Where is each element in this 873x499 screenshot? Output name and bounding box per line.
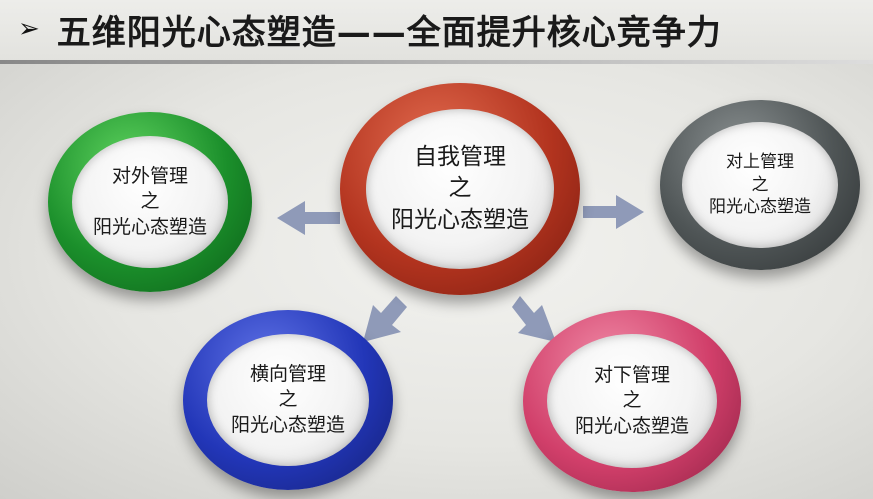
- bullet-arrow-icon: ➢: [18, 14, 41, 44]
- arrow-to-external: [277, 201, 340, 235]
- node-upward-management: 对上管理 之 阳光心态塑造: [660, 100, 860, 270]
- node-subtitle: 阳光心态塑造: [391, 206, 529, 233]
- node-subtitle: 阳光心态塑造: [574, 414, 689, 437]
- node-connector: 之: [278, 388, 298, 411]
- title-bar: [0, 0, 873, 62]
- node-title: 对外管理: [111, 164, 188, 187]
- node-lateral-management: 横向管理 之 阳光心态塑造: [183, 310, 393, 490]
- node-title: 对上管理: [726, 151, 794, 172]
- node-subtitle: 阳光心态塑造: [92, 215, 207, 238]
- node-connector: 之: [140, 190, 160, 213]
- node-subtitle: 阳光心态塑造: [709, 197, 811, 218]
- node-connector: 之: [448, 175, 472, 202]
- arrow-to-upward: [583, 195, 644, 229]
- node-external-management: 对外管理 之 阳光心态塑造: [48, 112, 252, 292]
- node-connector: 之: [622, 389, 642, 412]
- title-underline: [0, 60, 873, 64]
- arrow-to-downward: [512, 296, 556, 342]
- node-title: 对下管理: [593, 363, 670, 386]
- page-title: ➢ 五维阳光心态塑造——全面提升核心竞争力: [18, 6, 722, 53]
- page-title-text: 五维阳光心态塑造——全面提升核心竞争力: [56, 12, 722, 53]
- node-subtitle: 阳光心态塑造: [230, 413, 345, 436]
- node-downward-management: 对下管理 之 阳光心态塑造: [523, 310, 741, 492]
- node-connector: 之: [751, 174, 769, 195]
- node-title: 自我管理: [414, 144, 506, 171]
- node-self-management: 自我管理 之 阳光心态塑造: [340, 83, 580, 295]
- arrow-to-lateral: [363, 296, 407, 342]
- node-title: 横向管理: [249, 362, 326, 385]
